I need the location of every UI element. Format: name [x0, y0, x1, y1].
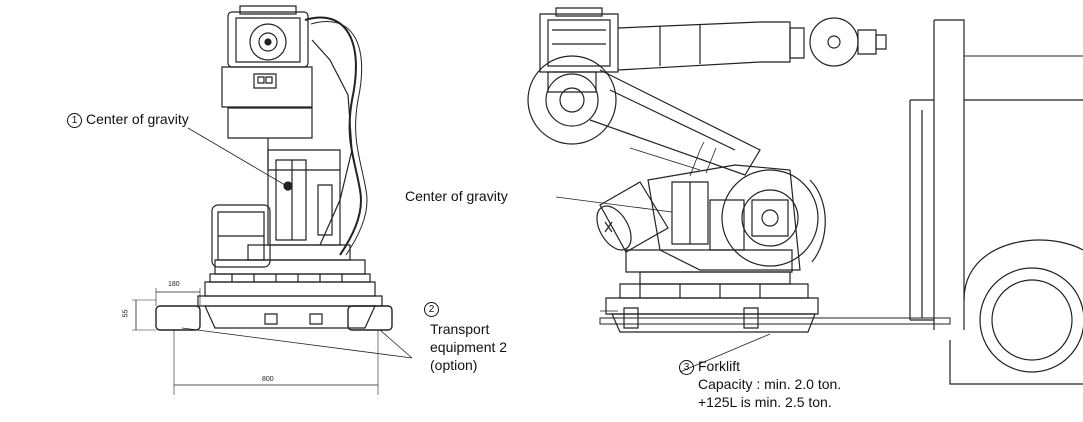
right-robot-drawing [528, 8, 950, 372]
forklift-label-text: Forklift [698, 358, 740, 374]
transport-number: 2 [424, 300, 443, 317]
forklift-drawing [910, 20, 1083, 384]
number-badge-2: 2 [424, 302, 439, 317]
cog-label-right: Center of gravity [405, 188, 508, 204]
forklift-capacity: Capacity : min. 2.0 ton. [698, 376, 842, 392]
left-robot-drawing [132, 6, 412, 395]
dimension-pad-height: 55 [122, 309, 130, 318]
forklift-capacity-note: +125L is min. 2.5 ton. [698, 394, 832, 410]
transport-label: Transport equipment 2 (option) [430, 320, 507, 374]
transport-label-line2: equipment 2 [430, 339, 508, 355]
number-badge-3: 3 [679, 360, 694, 375]
cog-label-left: 1 Center of gravity [67, 111, 189, 128]
dimension-pad-width: 180 [168, 281, 180, 288]
number-badge-1: 1 [67, 113, 82, 128]
cog-label-left-text: Center of gravity [86, 111, 189, 127]
forklift-label: 3 Forklift Capacity : min. 2.0 ton. +125L… [679, 357, 841, 411]
dimension-base-span: 800 [262, 376, 274, 383]
transport-label-line3: (option) [430, 357, 478, 373]
transport-label-line1: Transport [430, 321, 490, 337]
